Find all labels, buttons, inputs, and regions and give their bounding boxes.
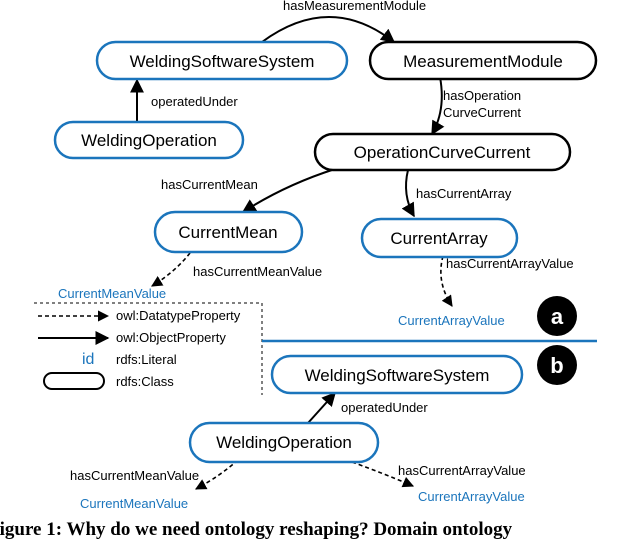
legend-object-property-label: owl:ObjectProperty xyxy=(116,330,226,345)
edge-has-current-mean-value-b xyxy=(195,459,239,490)
literal-current-array-value-b: CurrentArrayValue xyxy=(418,489,525,504)
legend: owl:DatatypeProperty owl:ObjectProperty … xyxy=(34,302,263,395)
literal-current-mean-value-a: CurrentMeanValue xyxy=(58,286,166,301)
edge-label-operated-under-a: operatedUnder xyxy=(151,94,238,109)
panel-label-a: a xyxy=(537,296,577,336)
edge-label-has-operation-curve-current-1: hasOperation xyxy=(443,88,521,103)
edge-has-current-array xyxy=(401,169,415,218)
edge-label-has-current-mean: hasCurrentMean xyxy=(161,177,258,192)
node-current-array: CurrentArray xyxy=(360,217,519,259)
edge-label-has-current-array: hasCurrentArray xyxy=(416,186,512,201)
node-current-mean: CurrentMean xyxy=(153,210,304,254)
node-measurement-module: MeasurementModule xyxy=(368,40,598,81)
edge-operated-under-b xyxy=(307,391,336,424)
node-operation-curve-current: OperationCurveCurrent xyxy=(313,132,572,172)
edge-label-has-current-mean-value-a: hasCurrentMeanValue xyxy=(193,264,322,279)
svg-text:b: b xyxy=(550,353,563,378)
legend-literal-symbol: id xyxy=(82,351,94,368)
svg-text:WeldingOperation: WeldingOperation xyxy=(216,433,352,452)
edge-label-has-measurement-module: hasMeasurementModule xyxy=(283,0,426,13)
edge-has-current-array-value-b xyxy=(351,461,415,488)
legend-dashed-border xyxy=(34,302,263,395)
legend-class-label: rdfs:Class xyxy=(116,374,174,389)
edge-label-has-current-array-value-b: hasCurrentArrayValue xyxy=(398,463,526,478)
svg-text:WeldingSoftwareSystem: WeldingSoftwareSystem xyxy=(130,52,315,71)
svg-text:CurrentMean: CurrentMean xyxy=(178,223,277,242)
node-welding-operation-a: WeldingOperation xyxy=(53,120,245,160)
svg-text:WeldingOperation: WeldingOperation xyxy=(81,131,217,150)
svg-text:WeldingSoftwareSystem: WeldingSoftwareSystem xyxy=(305,366,490,385)
legend-datatype-property-label: owl:DatatypeProperty xyxy=(116,308,241,323)
legend-class-shape xyxy=(43,372,105,390)
edge-has-measurement-module xyxy=(261,16,396,43)
literal-current-array-value-a: CurrentArrayValue xyxy=(398,313,505,328)
node-welding-software-system-a: WeldingSoftwareSystem xyxy=(95,40,349,81)
figure-caption: Figure 1: Why do we need ontology reshap… xyxy=(0,519,513,540)
svg-text:CurrentArray: CurrentArray xyxy=(390,229,488,248)
svg-text:OperationCurveCurrent: OperationCurveCurrent xyxy=(354,143,531,162)
edge-has-operation-curve-current xyxy=(431,76,445,136)
edge-label-has-current-array-value-a: hasCurrentArrayValue xyxy=(446,256,574,271)
node-welding-operation-b: WeldingOperation xyxy=(188,421,380,464)
literal-current-mean-value-b: CurrentMeanValue xyxy=(80,496,188,511)
node-welding-software-system-b: WeldingSoftwareSystem xyxy=(270,354,524,395)
legend-literal-label: rdfs:Literal xyxy=(116,352,177,367)
edge-label-has-operation-curve-current-2: CurveCurrent xyxy=(443,105,521,120)
edge-label-operated-under-b: operatedUnder xyxy=(341,400,428,415)
edge-has-current-mean-value-a xyxy=(151,252,191,287)
panel-label-b: b xyxy=(537,345,577,385)
edge-has-current-mean xyxy=(241,168,336,213)
svg-text:a: a xyxy=(551,304,564,329)
edge-label-has-current-mean-value-b: hasCurrentMeanValue xyxy=(70,468,199,483)
svg-text:MeasurementModule: MeasurementModule xyxy=(403,52,563,71)
